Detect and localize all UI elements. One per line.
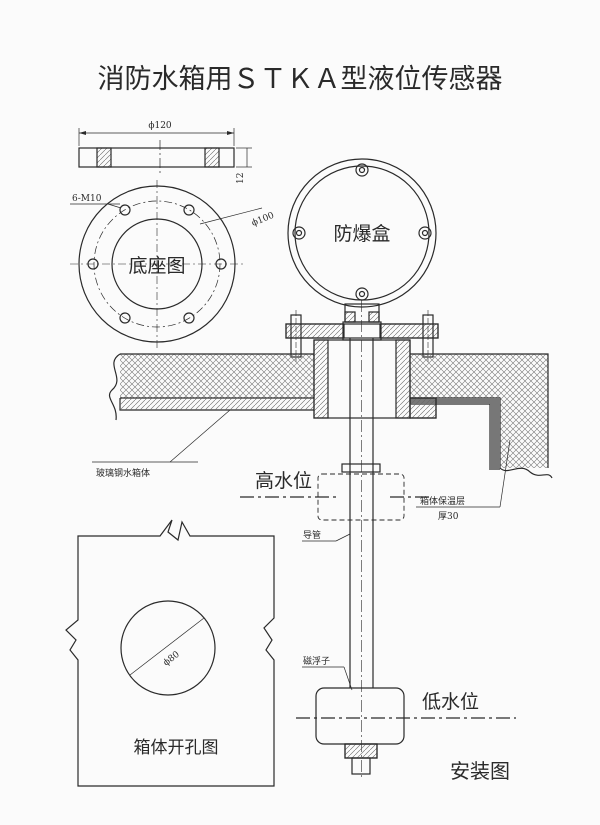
- cutout-view: ϕ80 箱体开孔图: [65, 519, 275, 787]
- mounting-flange: [285, 310, 439, 362]
- float-assembly: 低水位: [296, 687, 516, 775]
- label-low-level: 低水位: [422, 691, 479, 713]
- label-insulation-thickness: 厚30: [438, 511, 459, 522]
- label-guide-tube: 导管: [303, 529, 321, 541]
- label-base-view: 底座图: [128, 255, 185, 277]
- dimension-bolt-spec: 6-M10: [72, 194, 102, 204]
- label-cutout-view: 箱体开孔图: [134, 738, 219, 758]
- drawing-title: 消防水箱用ＳＴＫＡ型液位传感器: [98, 64, 503, 95]
- dimension-bolt-circle: ϕ100: [250, 211, 276, 229]
- dimension-flange-width: ϕ120: [148, 121, 172, 131]
- high-level-marker: 高水位: [240, 470, 430, 521]
- label-float: 磁浮子: [303, 655, 330, 667]
- guide-tube: [341, 300, 381, 780]
- label-high-level: 高水位: [255, 470, 312, 492]
- label-install-view: 安装图: [450, 759, 510, 783]
- dimension-flange-thickness: 12: [236, 173, 246, 184]
- tank-top-slab: [108, 339, 553, 479]
- dimension-hole-diameter: ϕ80: [162, 649, 182, 668]
- flange-side-view: ϕ120 12: [78, 121, 252, 184]
- callouts: 玻璃钢水箱体 箱体保温层 厚30 导管 磁浮子: [92, 409, 511, 691]
- label-tank-wall: 玻璃钢水箱体: [96, 467, 150, 479]
- label-explosion-box: 防爆盒: [333, 223, 390, 245]
- base-top-view: 底座图 6-M10 ϕ100: [70, 180, 276, 348]
- label-insulation: 箱体保温层: [420, 495, 465, 507]
- explosion-proof-box: 防爆盒: [287, 158, 437, 323]
